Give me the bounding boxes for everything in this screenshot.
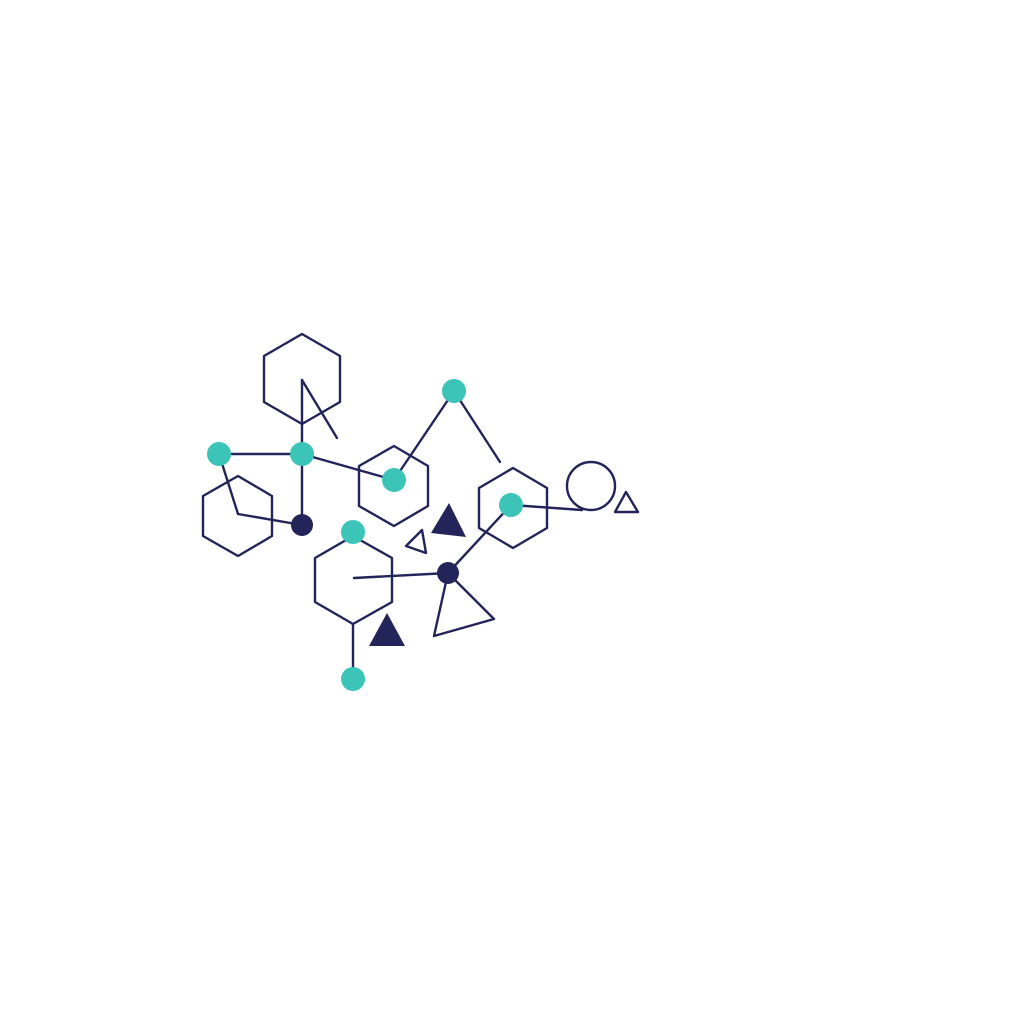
navy-node-icon: [437, 562, 459, 584]
teal-node-icon: [207, 442, 231, 466]
teal-node-icon: [442, 379, 466, 403]
connector-line: [352, 571, 450, 580]
triangle-filled: [369, 613, 405, 646]
connector-line: [300, 378, 339, 440]
connector-line: [392, 389, 456, 482]
hexagon-bottom: [313, 534, 394, 626]
hexagon-group: [201, 332, 549, 626]
teal-node-icon: [382, 468, 406, 492]
triangle-outline-right: [613, 490, 640, 514]
circle-outline: [565, 460, 617, 512]
outline-shape-group: [404, 460, 640, 638]
navy-node-icon: [291, 514, 313, 536]
teal-node-icon: [499, 493, 523, 517]
filled-triangle-group: [369, 503, 466, 646]
connector-line: [446, 503, 513, 575]
teal-node-group: [207, 379, 523, 691]
navy-node-group: [291, 514, 459, 584]
teal-node-icon: [341, 520, 365, 544]
teal-node-icon: [341, 667, 365, 691]
triangle-outline-small: [404, 528, 428, 555]
hexagon-center: [357, 444, 430, 528]
hexagon-right: [477, 466, 549, 550]
teal-node-icon: [290, 442, 314, 466]
hexagon-left: [201, 474, 274, 558]
connector-group: [217, 378, 584, 681]
connector-line: [452, 389, 502, 464]
triangle-filled: [431, 503, 466, 537]
triangle-outline-large: [432, 571, 496, 638]
connector-line: [300, 452, 396, 482]
